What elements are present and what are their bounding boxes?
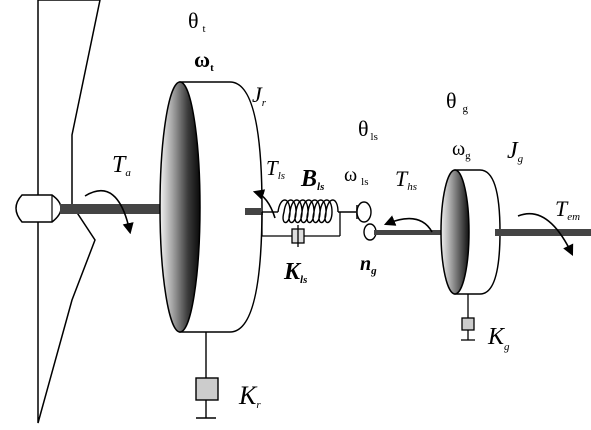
- label-t-hs: Ths: [395, 166, 417, 193]
- label-t-em: Tem: [555, 196, 580, 223]
- em-torque-arrow: [517, 212, 574, 257]
- label-b-ls: Bls: [300, 166, 324, 193]
- turbine-hub: [15, 194, 62, 223]
- label-n-g: ng: [360, 253, 377, 277]
- label-omega-g: ωg: [452, 138, 471, 162]
- high-speed-shaft: [374, 230, 459, 235]
- generator-support: [461, 294, 475, 341]
- label-k-ls: Kls: [283, 259, 307, 286]
- ls-torque-arrow: [252, 189, 276, 219]
- label-t-a: Ta: [112, 152, 131, 179]
- label-k-r: Kr: [238, 381, 261, 411]
- rotor-shaft: [60, 204, 180, 214]
- generator-inertia-disk: [440, 169, 501, 295]
- label-t-ls: Tls: [266, 156, 285, 182]
- hs-torque-arrow: [383, 215, 433, 233]
- shaft-spring: [262, 199, 356, 224]
- generator-shaft: [495, 229, 591, 236]
- label-omega-t: ωt: [194, 47, 214, 74]
- aero-torque-arrow: [84, 190, 134, 235]
- rotor-support: [195, 332, 219, 419]
- shaft-damper: [261, 212, 341, 247]
- gearbox-gear-ls: [356, 201, 372, 223]
- label-j-r: Jr: [252, 82, 267, 109]
- rotor-shaft-stub: [245, 208, 263, 215]
- label-j-g: Jg: [507, 138, 524, 165]
- rotor-inertia-disk: [159, 81, 263, 333]
- label-k-g: Kg: [487, 324, 510, 353]
